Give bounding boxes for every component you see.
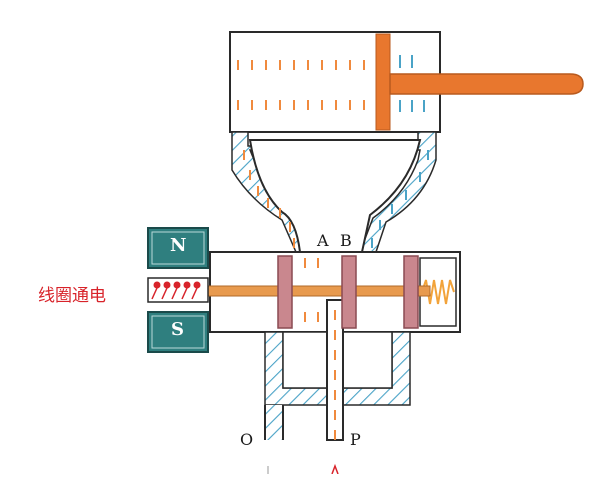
magnet-north: [147, 227, 209, 269]
cylinder-oil-left: [237, 60, 365, 110]
magnet-north-label: N: [170, 235, 187, 256]
cylinder-oil-right: [399, 55, 425, 112]
spool-land-1: [277, 255, 293, 329]
spool-land-2: [341, 255, 357, 329]
valve-body-upper: [231, 131, 437, 253]
coil-status-label: 线圈通电: [38, 286, 106, 306]
valve-body: [147, 251, 461, 441]
spool-land-3: [403, 255, 419, 329]
magnet-south-label: S: [171, 319, 184, 340]
actuator-cylinder: [229, 31, 584, 133]
piston-rod: [389, 73, 584, 95]
port-o-label: O: [240, 430, 254, 449]
port-a-label: A: [317, 231, 329, 250]
port-p-label: P: [350, 430, 361, 449]
magnet-south: [147, 311, 209, 353]
piston: [375, 33, 391, 131]
funnel-oil: [243, 150, 295, 248]
electromagnet: [147, 227, 209, 353]
port-b-label: B: [340, 231, 352, 250]
coil-windings: [153, 281, 201, 289]
